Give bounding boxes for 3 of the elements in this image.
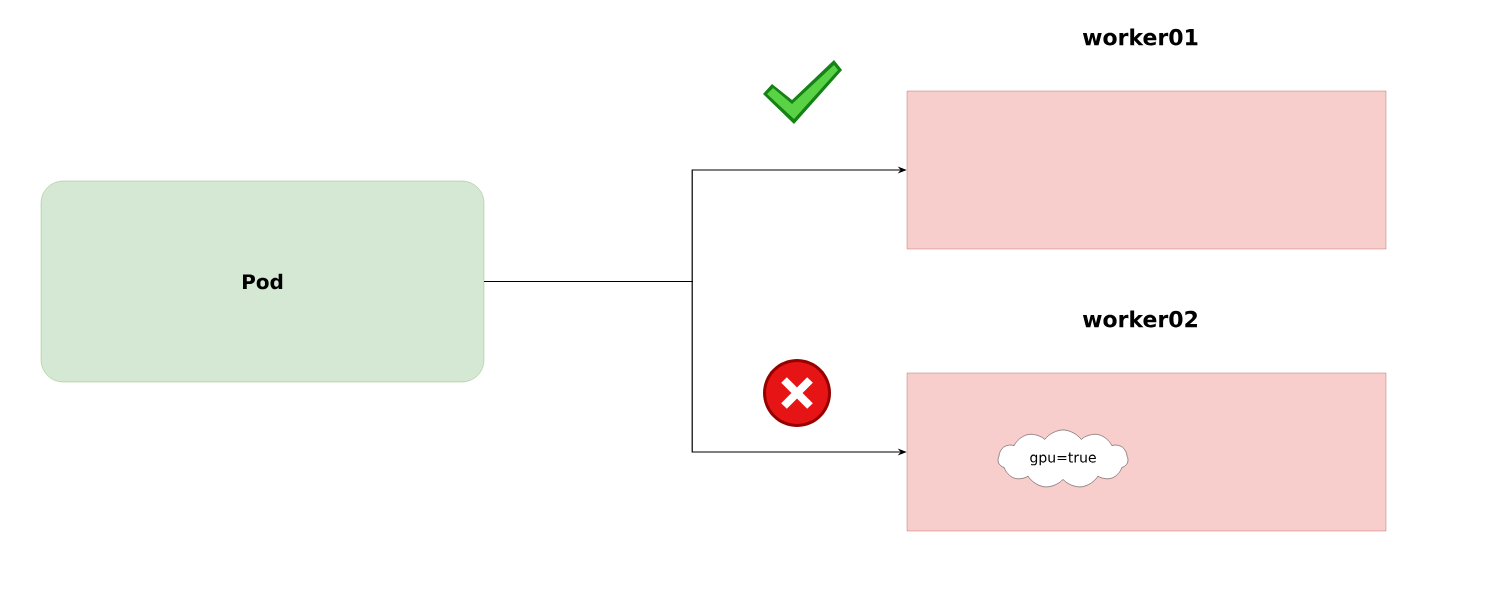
box-heading: worker01 <box>1082 28 1198 46</box>
box-heading: worker02 <box>1082 310 1197 328</box>
rounded-box: Pod <box>40 180 485 383</box>
